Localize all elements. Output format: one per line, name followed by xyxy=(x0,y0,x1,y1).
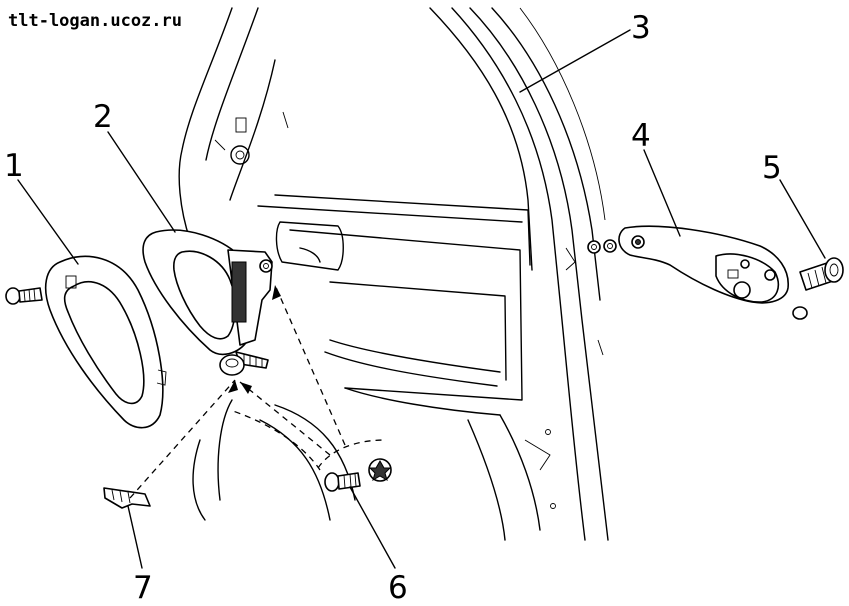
callout-7: 7 xyxy=(133,570,153,606)
nut-washer xyxy=(587,239,617,254)
part-4-exterior-handle xyxy=(618,225,789,304)
watermark-text: tlt-logan.ucoz.ru xyxy=(8,11,182,31)
part-2-interior-handle xyxy=(142,229,273,376)
callout-3: 3 xyxy=(631,10,651,46)
part-1-handle-bezel xyxy=(44,255,167,429)
screw-left xyxy=(5,287,43,305)
callout-5: 5 xyxy=(762,150,782,186)
callout-1: 1 xyxy=(4,148,24,184)
callout-6: 6 xyxy=(388,570,408,606)
leader-lines xyxy=(17,29,826,569)
part-5-lock-cylinder xyxy=(792,257,844,320)
callout-4: 4 xyxy=(631,118,651,154)
part-6-screw-clip xyxy=(317,439,392,492)
assembly-guide-lines xyxy=(129,284,346,499)
door-body-outline xyxy=(178,7,609,541)
callout-2: 2 xyxy=(93,99,113,135)
part-7-clip xyxy=(103,487,151,509)
